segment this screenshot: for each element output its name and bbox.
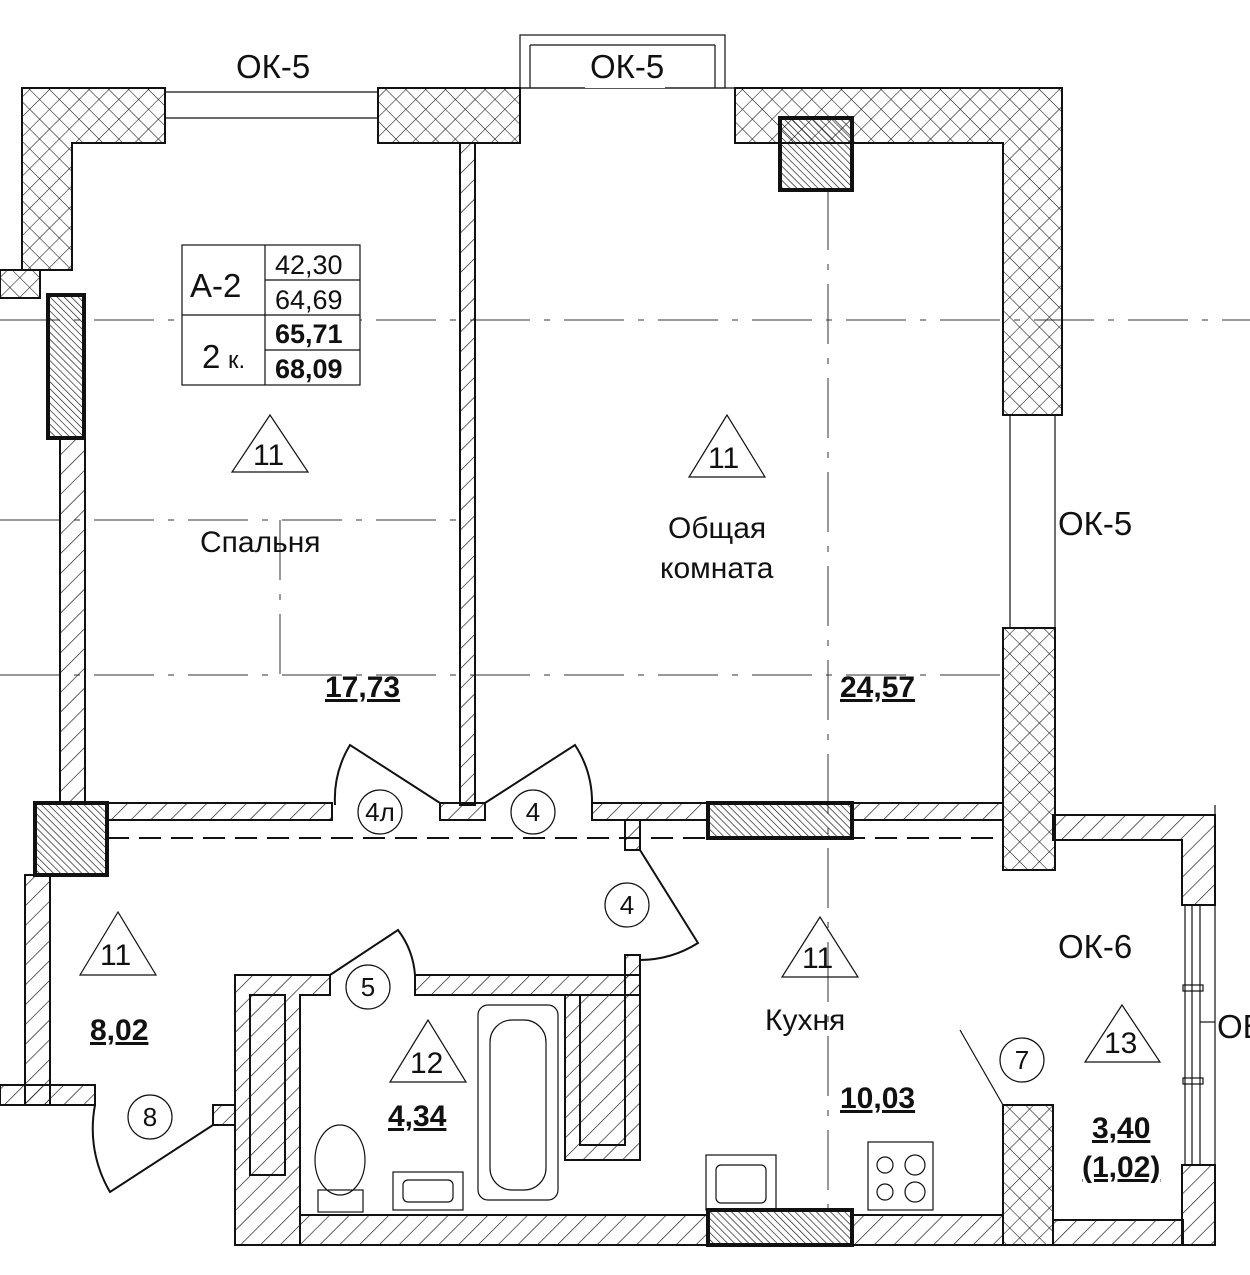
room-area-hall: 8,02 (90, 1014, 148, 1047)
window-label: ОК-5 (590, 48, 664, 85)
room-area-bathroom: 4,34 (388, 1100, 447, 1133)
svg-text:11: 11 (802, 942, 833, 975)
svg-text:7: 7 (1015, 1045, 1029, 1075)
room-area-kitchen: 10,03 (840, 1082, 915, 1115)
svg-text:11: 11 (253, 439, 284, 472)
door-mark: 4л (357, 789, 403, 835)
room-name-living-2: комната (660, 552, 774, 585)
finish-mark: 11 (780, 915, 860, 978)
svg-text:8: 8 (143, 1102, 157, 1132)
svg-text:12: 12 (410, 1047, 443, 1080)
svg-text:11: 11 (100, 939, 131, 972)
room-area-balcony: 3,40 (1092, 1112, 1150, 1145)
living-area: 42,30 (275, 250, 343, 280)
door-mark: 7 (999, 1037, 1045, 1083)
svg-text:4л: 4л (365, 797, 395, 827)
finish-mark: 12 (388, 1018, 468, 1083)
window-label: ОК-5 (1058, 505, 1132, 542)
door-mark: 5 (345, 964, 391, 1010)
apartment-type: А-2 (190, 267, 241, 304)
room-area-balcony-reduced: (1,02) (1082, 1151, 1160, 1184)
svg-text:5: 5 (361, 972, 375, 1002)
svg-text:11: 11 (708, 442, 739, 475)
toilet (314, 1124, 366, 1196)
svg-text:13: 13 (1104, 1027, 1137, 1060)
bath-sink (392, 1171, 464, 1211)
fixtures (314, 1004, 934, 1213)
door-mark: 4 (604, 882, 650, 928)
exterior-walls (0, 87, 1063, 1246)
room-count: 2 (202, 338, 220, 375)
window-label: ОК-6 (1058, 928, 1132, 965)
room-area-bedroom: 17,73 (325, 671, 400, 704)
finish-mark: 13 (1083, 1003, 1162, 1063)
area-with-balcony-reduced: 65,71 (275, 319, 343, 349)
room-name-bedroom: Спальня (200, 526, 321, 559)
room-count-suffix: к. (228, 347, 245, 374)
interior-walls (0, 142, 1004, 1246)
door-mark: 8 (127, 1094, 173, 1140)
area-with-balcony: 68,09 (275, 354, 343, 384)
kitchen-sink (705, 1154, 777, 1211)
room-area-living: 24,57 (840, 671, 915, 704)
finish-mark: 11 (687, 413, 767, 478)
door-swings (91, 743, 1004, 1194)
svg-text:4: 4 (526, 797, 540, 827)
window-label: ОБ (1217, 1008, 1250, 1045)
total-area: 64,69 (275, 285, 343, 315)
apartment-info-table: А-2 2 к. 42,30 64,69 65,71 68,09 (181, 244, 361, 386)
finish-mark: 11 (230, 413, 310, 473)
stove (867, 1141, 934, 1211)
room-name-living: Общая (668, 512, 766, 545)
svg-text:4: 4 (620, 890, 634, 920)
finish-mark: 11 (78, 910, 158, 976)
door-marks: 4л 4 4 5 8 7 (127, 789, 1045, 1140)
bathtub (477, 1004, 559, 1201)
room-name-kitchen: Кухня (765, 1004, 845, 1037)
window-label: ОК-5 (236, 48, 310, 85)
finish-marks: 11 11 11 12 11 13 (78, 413, 1162, 1083)
columns (33, 116, 854, 1247)
balcony-walls (1052, 805, 1216, 1246)
door-mark: 4 (510, 789, 556, 835)
